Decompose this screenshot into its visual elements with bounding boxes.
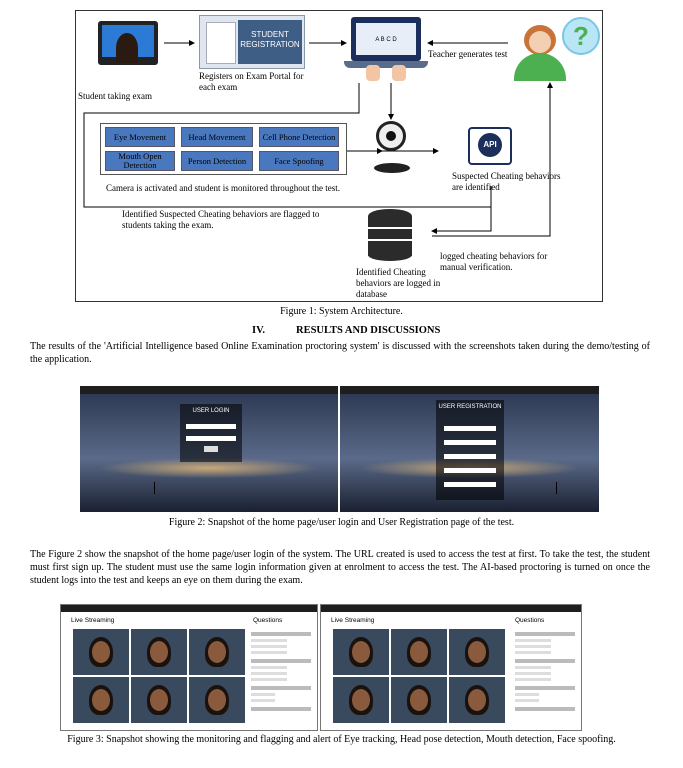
camera-feed: [131, 629, 187, 675]
camera-feed: [449, 677, 505, 723]
login-panel: USER LOGIN: [180, 404, 242, 462]
figure3-caption: Figure 3: Snapshot showing the monitorin…: [67, 734, 616, 745]
section-title: RESULTS AND DISCUSSIONS: [296, 325, 441, 336]
head-movement-box: Head Movement: [181, 127, 253, 147]
paragraph-figure2-discussion: The Figure 2 show the snapshot of the ho…: [30, 549, 650, 586]
sailboat-icon: [556, 482, 567, 494]
registration-field: [444, 440, 496, 445]
label-logged-database: Identified Cheating behaviors are logged…: [356, 267, 441, 299]
cell-phone-detection-box: Cell Phone Detection: [259, 127, 339, 147]
sailboat-icon: [154, 482, 165, 494]
camera-feed: [333, 629, 389, 675]
label-teacher-generates: Teacher generates test: [428, 49, 508, 59]
label-camera-activated: Camera is activated and student is monit…: [106, 183, 340, 193]
camera-feed: [189, 629, 245, 675]
registration-document-icon: STUDENT REGISTRATION: [199, 15, 305, 69]
figure2-caption: Figure 2: Snapshot of the home page/user…: [168, 517, 515, 528]
registration-title: USER REGISTRATION: [438, 404, 502, 410]
label-logged-manual: logged cheating behaviors for manual ver…: [440, 251, 548, 272]
camera-feed: [189, 677, 245, 723]
camera-feed: [73, 629, 129, 675]
label-flagged: Identified Suspected Cheating behaviors …: [122, 209, 320, 230]
live-streaming-title: Live Streaming: [71, 617, 115, 624]
camera-feed: [333, 677, 389, 723]
student-monitor-icon: [98, 21, 158, 65]
registration-field: [444, 482, 496, 487]
camera-feed: [131, 677, 187, 723]
questions-title: Questions: [515, 617, 545, 624]
label-suspected-identified: Suspected Cheating behaviors are identif…: [452, 171, 561, 192]
camera-feed: [391, 629, 447, 675]
face-spoofing-box: Face Spoofing: [259, 151, 339, 171]
database-icon: [368, 209, 412, 261]
label-registers: Registers on Exam Portal for each exam: [199, 71, 304, 92]
label-student-taking-exam: Student taking exam: [78, 91, 152, 101]
eye-movement-box: Eye Movement: [105, 127, 175, 147]
camera-feed: [73, 677, 129, 723]
login-username-field: [186, 424, 236, 429]
questions-list: [251, 629, 311, 725]
mouth-open-detection-box: Mouth Open Detection: [105, 151, 175, 171]
hand-icon: [366, 65, 380, 81]
questions-list: [515, 629, 575, 725]
registration-field: [444, 468, 496, 473]
hand-icon: [392, 65, 406, 81]
registration-screenshot: USER REGISTRATION: [340, 386, 599, 512]
login-title: USER LOGIN: [192, 408, 230, 414]
live-streaming-title: Live Streaming: [331, 617, 375, 624]
registration-field: [444, 454, 496, 459]
monitoring-screenshot-right: Live Streaming Questions: [320, 604, 582, 731]
section-intro-paragraph: The results of the 'Artificial Intellige…: [30, 341, 650, 365]
questions-title: Questions: [253, 617, 283, 624]
camera-feed: [449, 629, 505, 675]
webcam-icon: [376, 121, 406, 151]
detection-group: Eye Movement Head Movement Cell Phone De…: [100, 123, 347, 175]
login-button: [204, 446, 218, 452]
laptop-icon: A B C D: [351, 17, 421, 61]
login-screenshot: USER LOGIN: [80, 386, 338, 512]
architecture-arrows: [83, 40, 553, 237]
api-icon: API: [468, 127, 512, 165]
registration-panel: USER REGISTRATION: [436, 400, 504, 500]
system-architecture-figure: Student taking exam STUDENT REGISTRATION…: [75, 10, 603, 302]
login-password-field: [186, 436, 236, 441]
camera-feed: [391, 677, 447, 723]
person-detection-box: Person Detection: [181, 151, 253, 171]
registration-field: [444, 426, 496, 431]
student-registration-label: STUDENT REGISTRATION: [238, 20, 302, 64]
teacher-icon: [510, 25, 570, 81]
monitoring-screenshot-left: Live Streaming Questions: [60, 604, 318, 731]
figure1-caption: Figure 1: System Architecture.: [280, 306, 403, 317]
question-mark-icon: ?: [562, 17, 600, 55]
section-number: IV.: [252, 325, 265, 336]
